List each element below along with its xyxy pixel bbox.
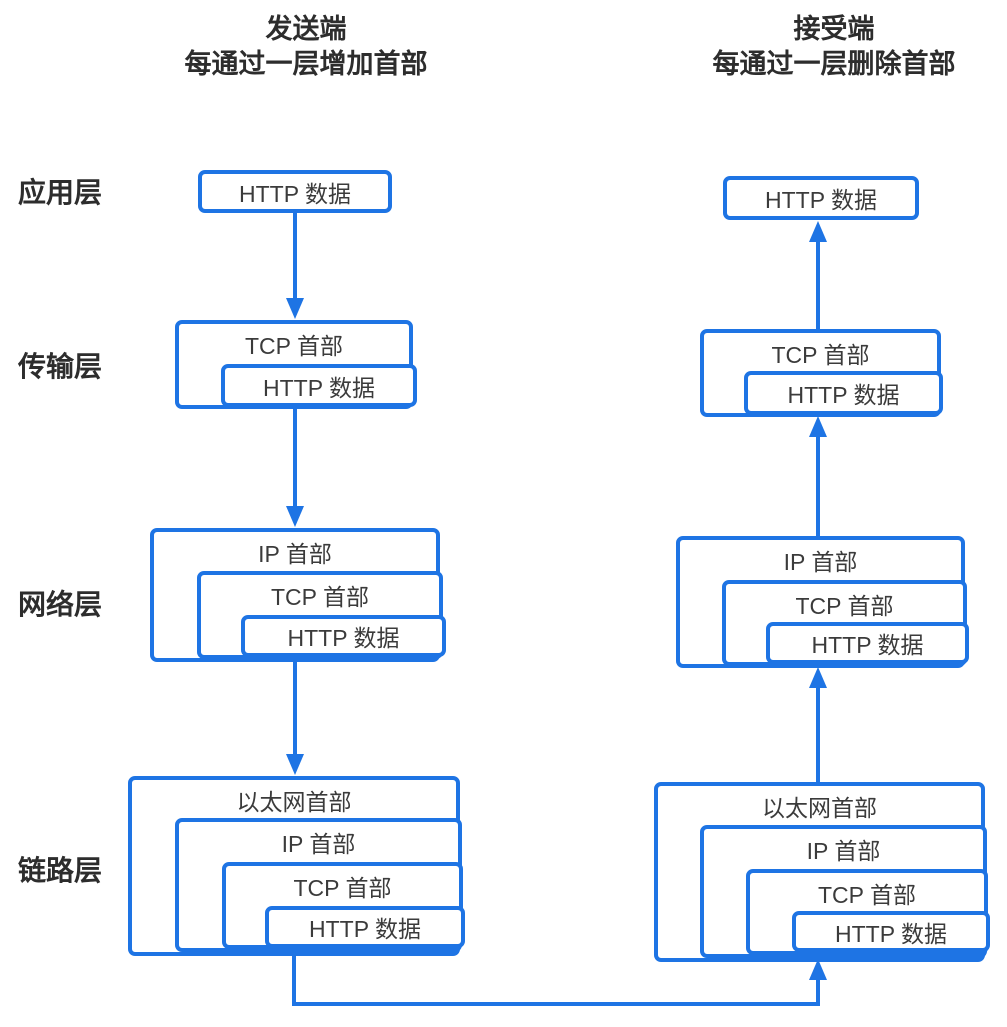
receiver-link-http-label: HTTP 数据: [834, 920, 948, 947]
receiver-arrow-transport-app-line: [816, 240, 820, 330]
sender-link-http-box: HTTP 数据: [265, 906, 465, 948]
sender-app-http-label: HTTP 数据: [238, 180, 352, 207]
receiver-link-eth-label: 以太网首部: [762, 795, 877, 821]
receiver-network-ip-label: IP 首部: [783, 549, 858, 575]
sender-title-line1: 发送端: [265, 14, 347, 44]
receiver-app-http-box: HTTP 数据: [723, 176, 919, 220]
receiver-transport-http-box: HTTP 数据: [744, 371, 943, 415]
sender-network-tcp-label: TCP 首部: [271, 584, 369, 610]
sender-arrow-transport-network-line: [293, 406, 297, 510]
receiver-arrow-link-network-line: [816, 686, 820, 783]
sender-transport-tcp-label: TCP 首部: [245, 333, 343, 359]
receiver-title: 接受端 每通过一层删除首部: [628, 12, 1007, 82]
bottom-connector-up-line: [816, 980, 820, 1006]
bottom-connector-horizontal-line: [292, 1002, 820, 1006]
sender-transport-http-box: HTTP 数据: [221, 364, 417, 407]
receiver-link-http-box: HTTP 数据: [792, 911, 990, 952]
arrow-down-icon: [286, 754, 304, 775]
layer-label-network: 网络层: [18, 589, 103, 620]
receiver-arrow-network-transport-line: [816, 435, 820, 537]
sender-arrow-app-transport-line: [293, 212, 297, 302]
receiver-network-http-box: HTTP 数据: [766, 622, 969, 664]
receiver-network-tcp-label: TCP 首部: [795, 593, 894, 619]
sender-title-line2: 每通过一层增加首部: [184, 49, 428, 79]
sender-link-ip-label: IP 首部: [281, 831, 356, 857]
arrow-up-icon: [809, 959, 827, 980]
sender-app-http-box: HTTP 数据: [198, 170, 392, 213]
receiver-transport-http-label: HTTP 数据: [787, 382, 900, 408]
receiver-link-tcp-label: TCP 首部: [818, 882, 916, 908]
sender-network-http-box: HTTP 数据: [241, 615, 446, 657]
arrow-down-icon: [286, 298, 304, 319]
sender-link-eth-label: 以太网首部: [236, 789, 352, 815]
receiver-app-http-label: HTTP 数据: [764, 187, 878, 213]
sender-network-http-label: HTTP 数据: [287, 625, 400, 651]
sender-transport-http-label: HTTP 数据: [262, 374, 376, 401]
receiver-title-line1: 接受端: [793, 14, 875, 44]
sender-link-http-label: HTTP 数据: [308, 916, 422, 942]
sender-arrow-network-link-line: [293, 659, 297, 758]
receiver-title-line2: 每通过一层删除首部: [712, 49, 956, 79]
sender-link-tcp-label: TCP 首部: [293, 875, 392, 901]
arrow-up-icon: [809, 667, 827, 688]
receiver-link-ip-label: IP 首部: [806, 838, 881, 864]
layer-label-transport: 传输层: [18, 351, 103, 382]
arrow-up-icon: [809, 221, 827, 242]
sender-title: 发送端 每通过一层增加首部: [100, 12, 512, 82]
layer-label-application: 应用层: [18, 177, 103, 208]
arrow-down-icon: [286, 506, 304, 527]
sender-network-ip-label: IP 首部: [258, 541, 332, 567]
receiver-transport-tcp-label: TCP 首部: [771, 342, 870, 368]
receiver-network-http-label: HTTP 数据: [811, 632, 924, 658]
bottom-connector-down-line: [292, 954, 296, 1006]
layer-label-link: 链路层: [18, 855, 103, 886]
arrow-up-icon: [809, 416, 827, 437]
